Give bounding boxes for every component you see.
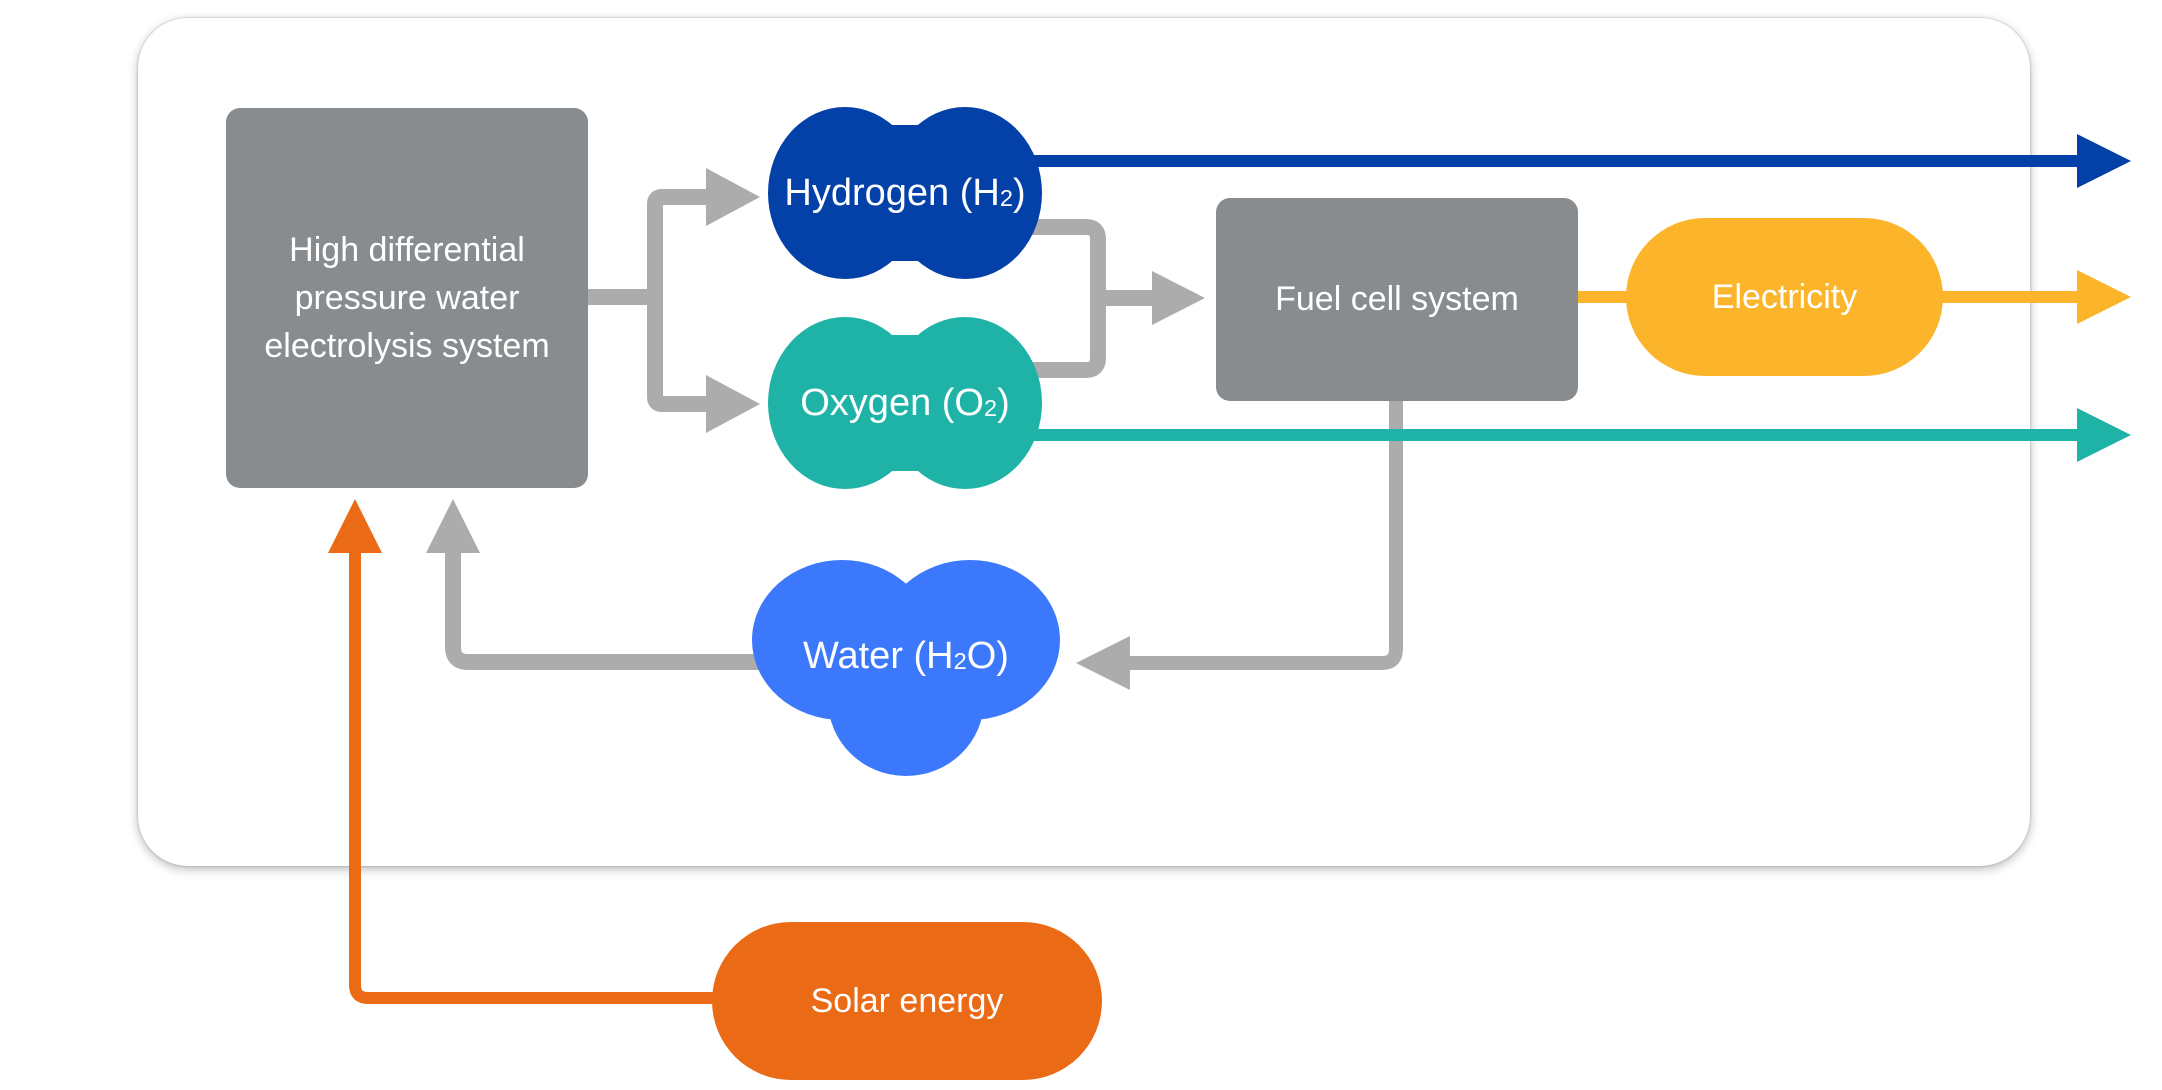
electrolysis-label-line3: electrolysis system [264,327,550,365]
arrowhead-solar [328,499,382,553]
solar-energy-node [712,922,1102,1080]
hydrogen-label-subscript: 2 [999,185,1013,212]
edge-electrolysis-to-products [588,189,712,412]
edge-fuel-cell-to-water [1125,401,1403,670]
arrowhead-to-water [1076,636,1130,690]
arrowhead-to-oxygen [706,375,760,433]
oxygen-label-close: ) [997,381,1010,424]
oxygen-label-name: Oxygen (O [800,381,984,424]
oxygen-node [768,317,1042,489]
edge-products-to-fuel-cell [1030,219,1160,378]
electricity-label-text: Electricity [1711,277,1858,316]
fuel-cell-system-box [1216,198,1578,401]
hydrogen-node [768,107,1042,279]
fuel-cell-label: Fuel cell system [1216,198,1578,401]
electricity-node [1626,218,1943,376]
electrolysis-label-line1: High differential [289,231,525,269]
arrowhead-oxygen-output [2077,408,2131,462]
water-label-close: O) [966,634,1009,677]
edge-water-to-electrolysis [445,548,760,670]
connector-branch [647,189,712,412]
hydrogen-label-close: ) [1012,171,1026,214]
solar-energy-label: Solar energy [712,922,1102,1080]
water-node [752,560,1060,776]
water-label-name: Water (H [803,634,954,677]
water-label-subscript: 2 [953,648,967,675]
arrowhead-electricity-output [2077,270,2131,324]
fuel-cell-label-text: Fuel cell system [1275,280,1519,318]
solar-energy-label-text: Solar energy [810,981,1004,1020]
arrowhead-water-return [426,499,480,553]
arrowhead-to-hydrogen [706,168,760,226]
arrowhead-hydrogen-output [2077,134,2131,188]
electrolysis-label-line2: pressure water [294,279,520,317]
electrolysis-system-box [226,108,588,488]
arrowhead-to-fuel-cell [1152,271,1205,325]
connector-merge [1030,219,1106,378]
hydrogen-label-name: Hydrogen (H [784,171,1000,214]
edge-solar-to-electrolysis [349,548,740,1004]
electricity-label: Electricity [1626,218,1943,376]
electrolysis-label: High differential pressure water electro… [226,108,588,488]
oxygen-label-subscript: 2 [983,395,998,422]
